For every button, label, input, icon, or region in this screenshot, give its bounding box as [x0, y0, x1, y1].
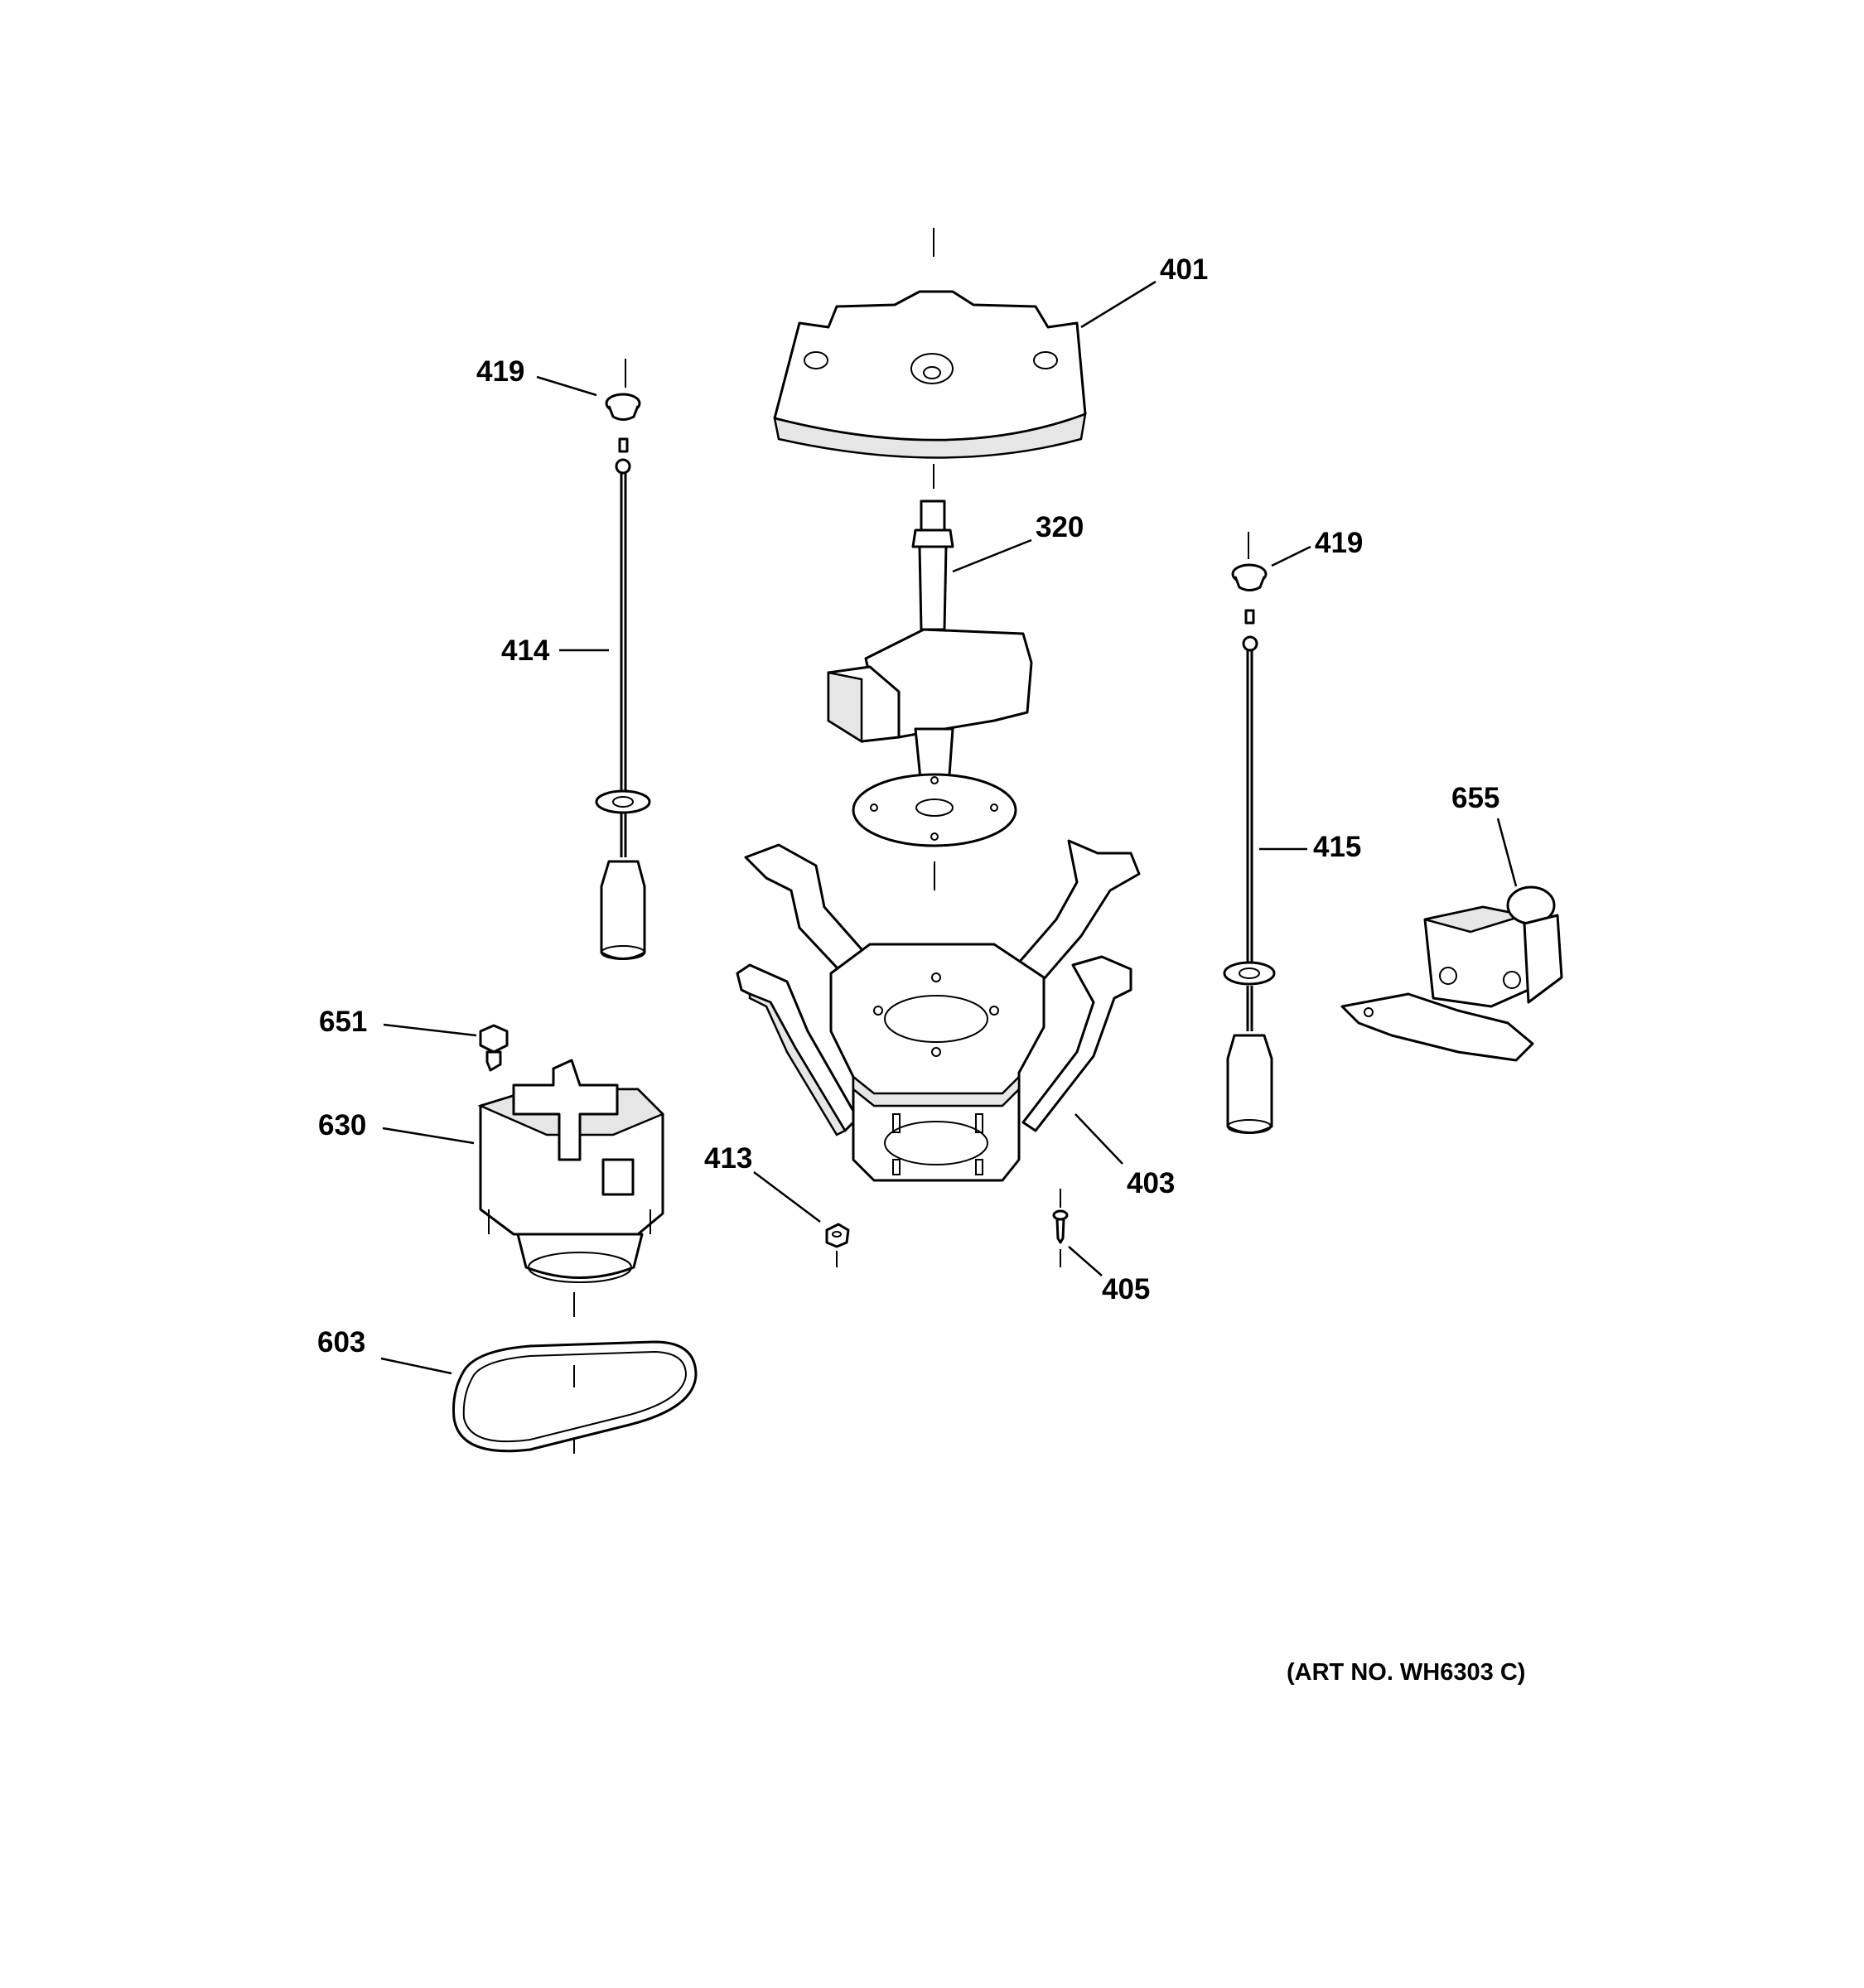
leader-403 [1074, 1113, 1123, 1165]
leader-603 [380, 1357, 452, 1375]
part-320-transmission [827, 499, 1033, 890]
callout-401: 401 [1160, 253, 1208, 286]
part-405-screw [1052, 1189, 1069, 1267]
leader-630 [382, 1127, 475, 1145]
callout-419-left: 419 [476, 355, 524, 388]
part-414-suspension-rod [595, 437, 651, 960]
callout-320: 320 [1036, 511, 1084, 543]
callout-651: 651 [319, 1006, 367, 1038]
callout-630: 630 [318, 1109, 366, 1141]
part-603-belt [452, 1292, 698, 1454]
callout-655: 655 [1451, 782, 1499, 814]
leader-419-right [1271, 545, 1311, 567]
callout-415: 415 [1313, 831, 1361, 863]
part-419-right-cap [1231, 532, 1268, 591]
callout-414: 414 [501, 635, 550, 667]
art-number: (ART NO. WH6303 C) [1287, 1659, 1525, 1686]
part-419-left-cap [605, 359, 641, 421]
part-415-suspension-rod [1223, 609, 1276, 1134]
callout-419-right: 419 [1315, 527, 1363, 559]
leader-401 [1080, 280, 1157, 329]
callout-603: 603 [317, 1326, 365, 1358]
callout-413: 413 [704, 1142, 752, 1175]
part-401-splash-shield [773, 228, 1087, 489]
leader-655 [1496, 818, 1518, 887]
callout-405: 405 [1102, 1273, 1150, 1305]
leader-405 [1068, 1246, 1103, 1276]
leader-419-left [536, 375, 597, 397]
part-655-pump [1340, 885, 1563, 1062]
part-651-bolt [479, 1024, 509, 1072]
part-413-nut [825, 1223, 850, 1267]
leader-320 [952, 538, 1032, 573]
part-630-motor [477, 1059, 665, 1283]
part-403-frame [736, 839, 1141, 1182]
callout-403: 403 [1127, 1167, 1175, 1199]
leader-651 [383, 1023, 477, 1037]
leader-413 [753, 1171, 821, 1223]
